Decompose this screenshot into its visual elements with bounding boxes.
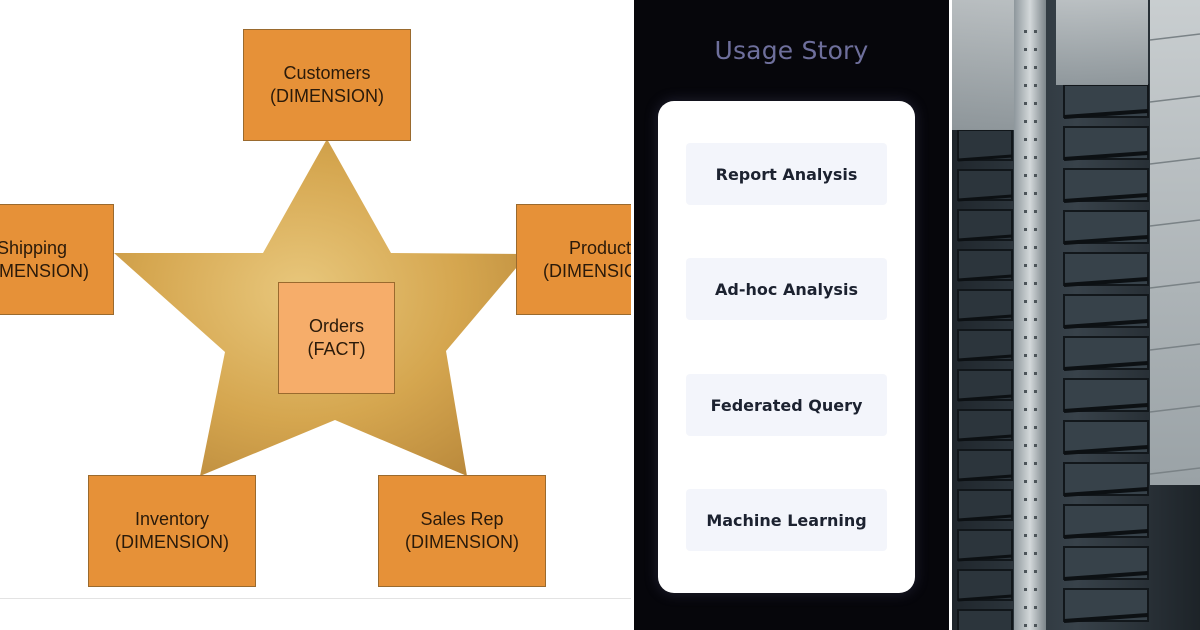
customers-dimension-box: Customers (DIMENSION) <box>243 29 411 141</box>
shipping-dimension-box: Shipping (DIMENSION) <box>0 204 114 315</box>
salesrep-dimension-box: Sales Rep (DIMENSION) <box>378 475 546 587</box>
dimension-name: Product <box>568 237 632 258</box>
dimension-kind: (DIMENSION) <box>543 260 632 281</box>
fact-name: Orders <box>308 316 364 336</box>
dimension-kind: (DIMENSION) <box>270 86 384 106</box>
machine-learning-button[interactable]: Machine Learning <box>686 489 887 551</box>
dimension-kind: (DIMENSION) <box>405 532 519 552</box>
server-rack-image <box>952 0 1200 630</box>
inventory-dimension-box: Inventory (DIMENSION) <box>88 475 256 587</box>
usage-story-title: Usage Story <box>714 36 869 65</box>
star-schema-diagram: Customers (DIMENSION) Shipping (DIMENSIO… <box>0 29 632 599</box>
panel-divider <box>949 0 953 630</box>
dimension-name: Customers <box>283 63 371 83</box>
usage-story-panel: Usage Story Report Analysis Ad-hoc Analy… <box>634 0 949 630</box>
orders-fact-box: Orders (FACT) <box>278 282 395 394</box>
dimension-kind: (DIMENSION) <box>115 532 229 552</box>
dimension-name: Sales Rep <box>420 509 504 529</box>
panel-divider <box>631 0 635 630</box>
divider-line <box>0 598 632 599</box>
product-dimension-box: Product (DIMENSION) <box>516 204 632 315</box>
fact-kind: (FACT) <box>307 339 366 359</box>
dimension-name: Shipping <box>0 237 68 258</box>
usage-card: Report Analysis Ad-hoc Analysis Federate… <box>658 101 915 593</box>
adhoc-analysis-button[interactable]: Ad-hoc Analysis <box>686 258 887 320</box>
federated-query-button[interactable]: Federated Query <box>686 374 887 436</box>
dimension-name: Inventory <box>134 509 210 529</box>
server-rack-photo <box>952 0 1200 630</box>
report-analysis-button[interactable]: Report Analysis <box>686 143 887 205</box>
dimension-kind: (DIMENSION) <box>0 260 89 281</box>
